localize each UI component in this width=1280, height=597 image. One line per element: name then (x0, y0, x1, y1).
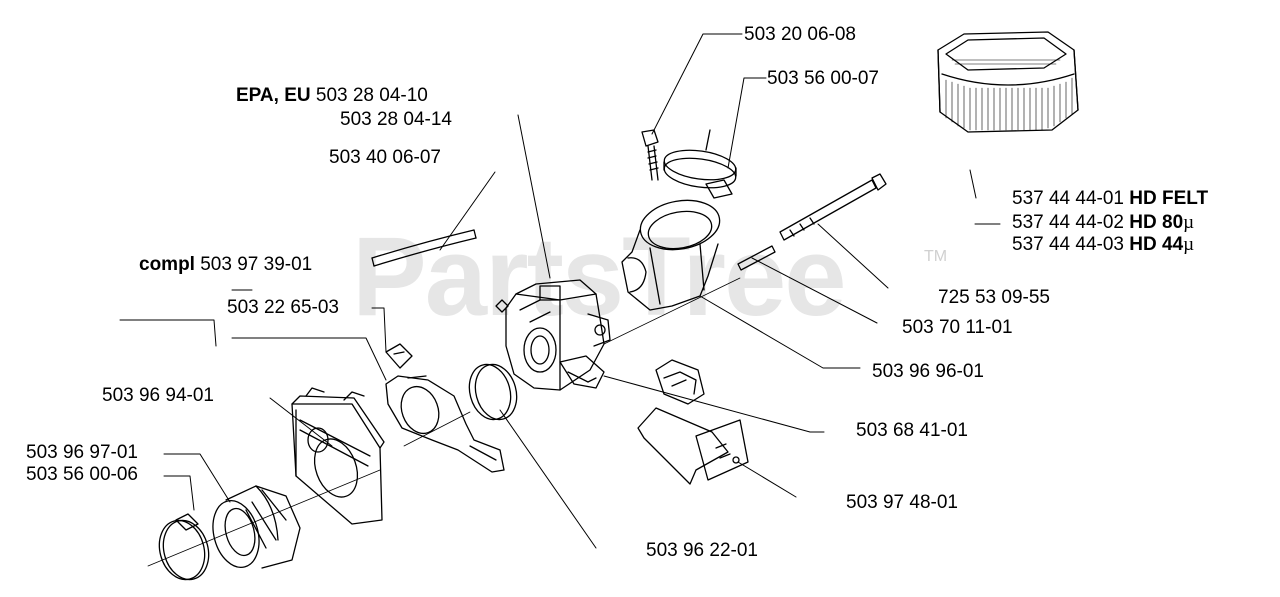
leader-lines (119, 33, 1001, 549)
air-filter-drawing (937, 31, 1079, 133)
intake-boot-drawing (212, 485, 301, 569)
label-503-70-11-01[interactable]: 503 70 11-01 (902, 317, 1013, 338)
label-503-97-39-01: 503 97 39-01 (200, 254, 313, 275)
clamp-bottom-drawing (158, 513, 210, 581)
label-537-44-44-02-group[interactable]: 537 44 44-02 HD 80µ (1012, 212, 1194, 234)
label-503-28-04-10-group[interactable]: EPA, EU 503 28 04-10 (236, 85, 428, 107)
watermark-text: PartsTree (352, 214, 847, 339)
throttle-parts-drawing (637, 359, 749, 485)
micro-symbol: µ (1183, 234, 1195, 255)
gasket-ring-drawing (468, 363, 518, 421)
label-503-56-00-07[interactable]: 503 56 00-07 (767, 68, 879, 89)
fuel-hose-drawing (371, 229, 477, 267)
label-537-44-44-01-group[interactable]: 537 44 44-01 HD FELT (1012, 188, 1208, 210)
label-503-96-94-01[interactable]: 503 96 94-01 (102, 385, 214, 406)
filter-housing-drawing (291, 387, 385, 525)
label-537-44-44-03: 537 44 44-03 (1012, 234, 1124, 255)
label-503-96-97-01[interactable]: 503 96 97-01 (26, 442, 138, 463)
label-503-20-06-08[interactable]: 503 20 06-08 (744, 24, 856, 45)
holder-plate-drawing (385, 375, 505, 473)
assembly-axis (147, 277, 741, 567)
hd-felt-suffix: HD FELT (1129, 188, 1209, 209)
label-503-56-00-06[interactable]: 503 56 00-06 (26, 464, 138, 485)
label-537-44-44-01: 537 44 44-01 (1012, 188, 1124, 209)
label-725-53-09-55[interactable]: 725 53 09-55 (938, 287, 1050, 308)
label-503-96-22-01[interactable]: 503 96 22-01 (646, 540, 758, 561)
label-503-28-04-14[interactable]: 503 28 04-14 (340, 109, 452, 130)
label-503-28-04-10: 503 28 04-10 (315, 85, 428, 106)
hd-80-suffix: HD 80 (1129, 212, 1184, 233)
label-503-96-96-01[interactable]: 503 96 96-01 (872, 361, 984, 382)
carburetor-drawing (495, 279, 611, 391)
label-503-22-65-03[interactable]: 503 22 65-03 (227, 297, 339, 318)
label-503-97-39-01-group[interactable]: compl 503 97 39-01 (139, 254, 312, 276)
intake-adapter-drawing (621, 199, 721, 311)
screw-drawing (641, 129, 659, 181)
pin-drawing (737, 245, 776, 271)
compl-prefix: compl (139, 254, 195, 275)
label-537-44-44-02: 537 44 44-02 (1012, 212, 1124, 233)
label-503-40-06-07[interactable]: 503 40 06-07 (329, 147, 441, 168)
clamp-top-drawing (663, 129, 737, 199)
label-503-68-41-01[interactable]: 503 68 41-01 (856, 420, 968, 441)
hd-44-suffix: HD 44 (1129, 234, 1184, 255)
micro-symbol: µ (1183, 212, 1195, 233)
long-bolt-drawing (779, 173, 887, 241)
watermark-trademark: TM (924, 248, 948, 265)
epa-eu-prefix: EPA, EU (236, 85, 311, 106)
label-537-44-44-03-group[interactable]: 537 44 44-03 HD 44µ (1012, 234, 1194, 256)
label-503-97-48-01[interactable]: 503 97 48-01 (846, 492, 958, 513)
clip-drawing (385, 343, 413, 369)
